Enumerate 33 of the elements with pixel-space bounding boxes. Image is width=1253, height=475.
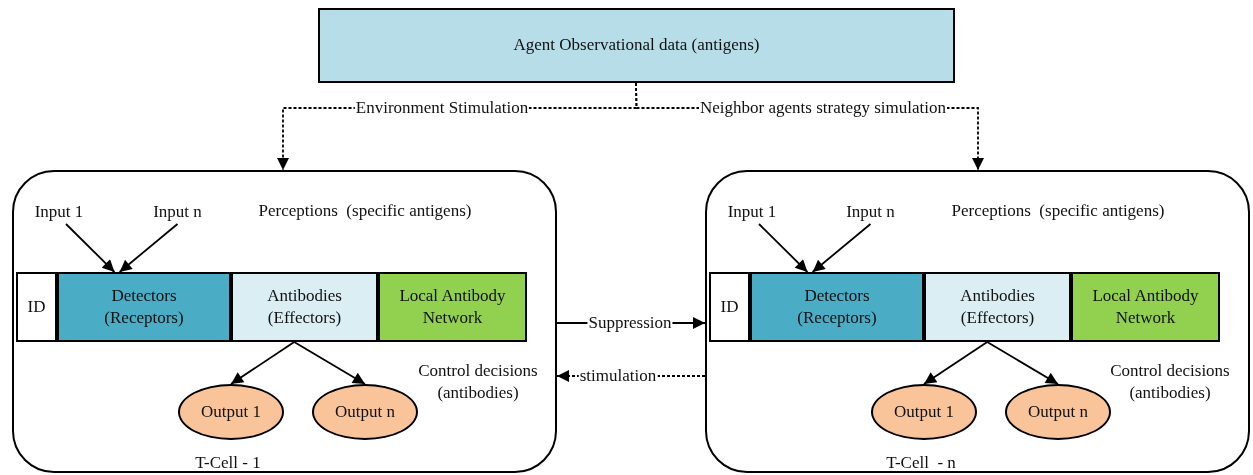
process-box: ID (709, 272, 750, 342)
arrow (986, 341, 1059, 385)
output-ellipse: Output n (1005, 384, 1111, 440)
input-label: Input n (833, 200, 908, 224)
output-ellipse: Output n (312, 384, 418, 440)
control-decisions-label: Control decisions (antibodies) (417, 360, 539, 405)
output-ellipse: Output 1 (178, 384, 284, 440)
perceptions-label: Perceptions (specific antigens) (257, 200, 473, 222)
input-label: Input 1 (24, 200, 94, 224)
arrow (923, 341, 989, 385)
input-label: Input n (140, 200, 215, 224)
arrow (118, 223, 179, 273)
output-ellipse: Output 1 (871, 384, 977, 440)
process-box: ID (16, 272, 57, 342)
t-cell-caption: T-Cell - 1 (194, 452, 262, 474)
arrow (758, 223, 809, 273)
control-decisions-label: Control decisions (antibodies) (1109, 360, 1231, 405)
perceptions-label: Perceptions (specific antigens) (950, 200, 1166, 222)
arrow (293, 341, 366, 385)
arrow (230, 341, 296, 385)
data-box: Agent Observational data (antigens) (318, 8, 955, 83)
t-cell-caption: T-Cell - n (885, 452, 957, 474)
arrow (811, 223, 872, 273)
process-box: Detectors (Receptors) (750, 272, 924, 342)
process-box: Local Antibody Network (378, 272, 527, 342)
process-box: Detectors (Receptors) (57, 272, 231, 342)
t-cell-panel (12, 170, 557, 473)
process-box: Local Antibody Network (1071, 272, 1220, 342)
arrow (65, 223, 116, 273)
process-box: Antibodies (Effectors) (924, 272, 1071, 342)
process-box: Antibodies (Effectors) (231, 272, 378, 342)
t-cell-panel (705, 170, 1250, 473)
input-label: Input 1 (717, 200, 787, 224)
